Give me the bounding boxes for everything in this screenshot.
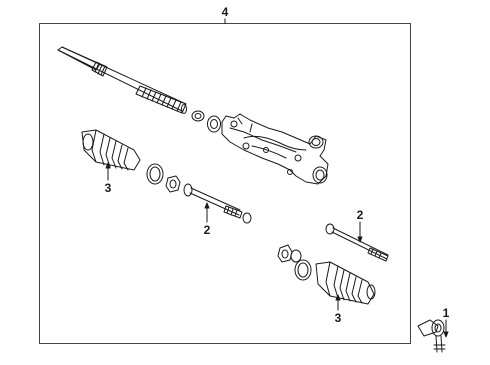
callout-2-right-arrow — [357, 236, 363, 243]
callout-1-label: 1 — [443, 306, 450, 320]
callout-2-center-label: 2 — [204, 223, 211, 237]
callout-4-label: 4 — [222, 5, 229, 19]
gear-housing — [221, 113, 329, 185]
inner-tie-rod-left — [183, 183, 243, 219]
rack-bar — [57, 46, 187, 114]
callout-3-left-arrow — [105, 162, 111, 169]
right-boot-clamp — [294, 259, 312, 281]
right-nut — [277, 244, 293, 263]
callout-2-center-arrow — [204, 202, 210, 209]
left-boot-clamp — [146, 163, 164, 185]
right-bushing — [290, 249, 302, 263]
callout-3-bottom-label: 3 — [335, 311, 342, 325]
rack-bushing — [191, 110, 205, 122]
inner-tie-rod-nut — [165, 175, 181, 193]
callout-3-left-label: 3 — [105, 181, 112, 195]
left-boot — [81, 129, 141, 171]
callout-3-bottom-arrow — [335, 294, 341, 301]
inner-tie-rod-right — [325, 223, 389, 262]
outer-tie-rod-end — [417, 319, 446, 353]
tie-rod-cap — [242, 212, 252, 224]
right-boot — [315, 261, 376, 305]
rack-seal-ring — [207, 115, 221, 133]
callout-2-right-label: 2 — [357, 208, 364, 222]
callout-1-arrow — [443, 331, 449, 338]
